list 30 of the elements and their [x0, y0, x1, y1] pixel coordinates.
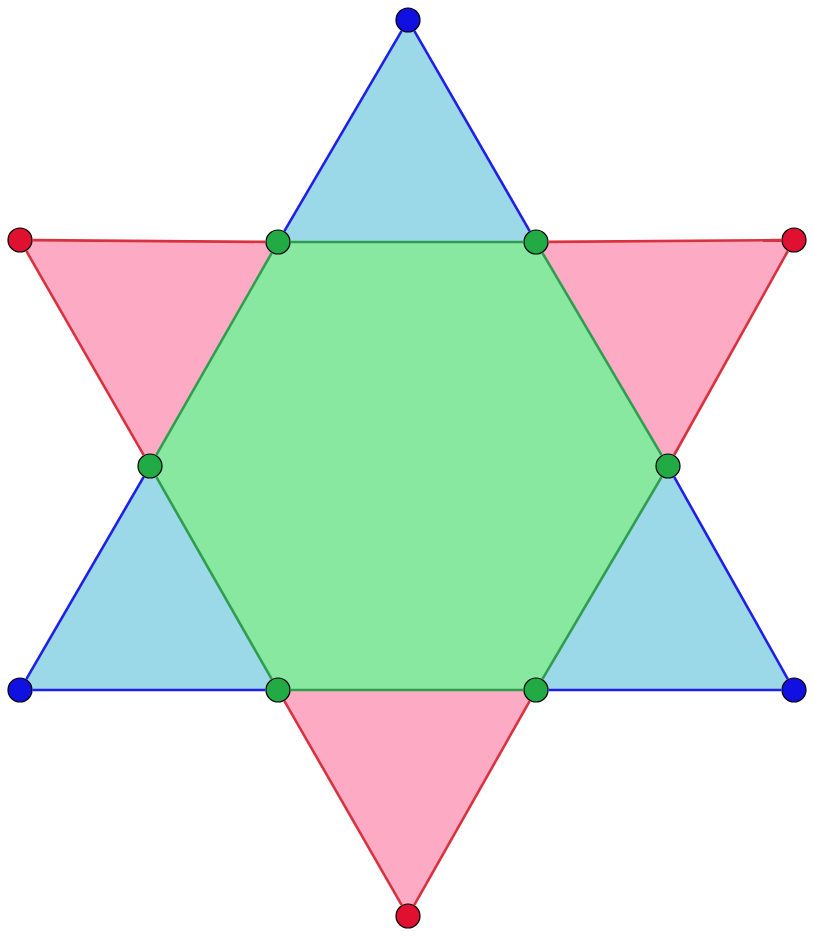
- line-segment: [155, 476, 273, 680]
- vertex-dot: [781, 227, 807, 253]
- vertex-dot: [655, 453, 681, 479]
- line-segment: [290, 688, 524, 692]
- line-segment: [32, 688, 266, 692]
- line-segment: [25, 250, 145, 456]
- vertex-dot: [137, 453, 163, 479]
- vertex-dot: [523, 229, 549, 255]
- line-segment: [673, 476, 789, 680]
- line-segment: [413, 700, 531, 906]
- vertex-dot: [7, 227, 33, 253]
- line-segment: [290, 240, 524, 244]
- line-segment: [32, 238, 266, 244]
- line-segment: [548, 688, 782, 692]
- line-segment: [541, 476, 663, 680]
- line-segment: [541, 252, 663, 456]
- line-segment: [155, 252, 273, 456]
- line-segment: [283, 30, 403, 232]
- line-segment: [548, 238, 782, 244]
- vertex-dot: [265, 677, 291, 703]
- vertex-dot: [265, 229, 291, 255]
- vertex-dot: [781, 677, 807, 703]
- line-segment: [673, 250, 789, 456]
- line-segment: [413, 30, 531, 232]
- vertex-dot: [395, 7, 421, 33]
- vertex-dot: [7, 677, 33, 703]
- line-segment: [283, 700, 403, 906]
- line-segment: [25, 476, 145, 680]
- vertex-dot: [395, 903, 421, 929]
- vertex-dot: [523, 677, 549, 703]
